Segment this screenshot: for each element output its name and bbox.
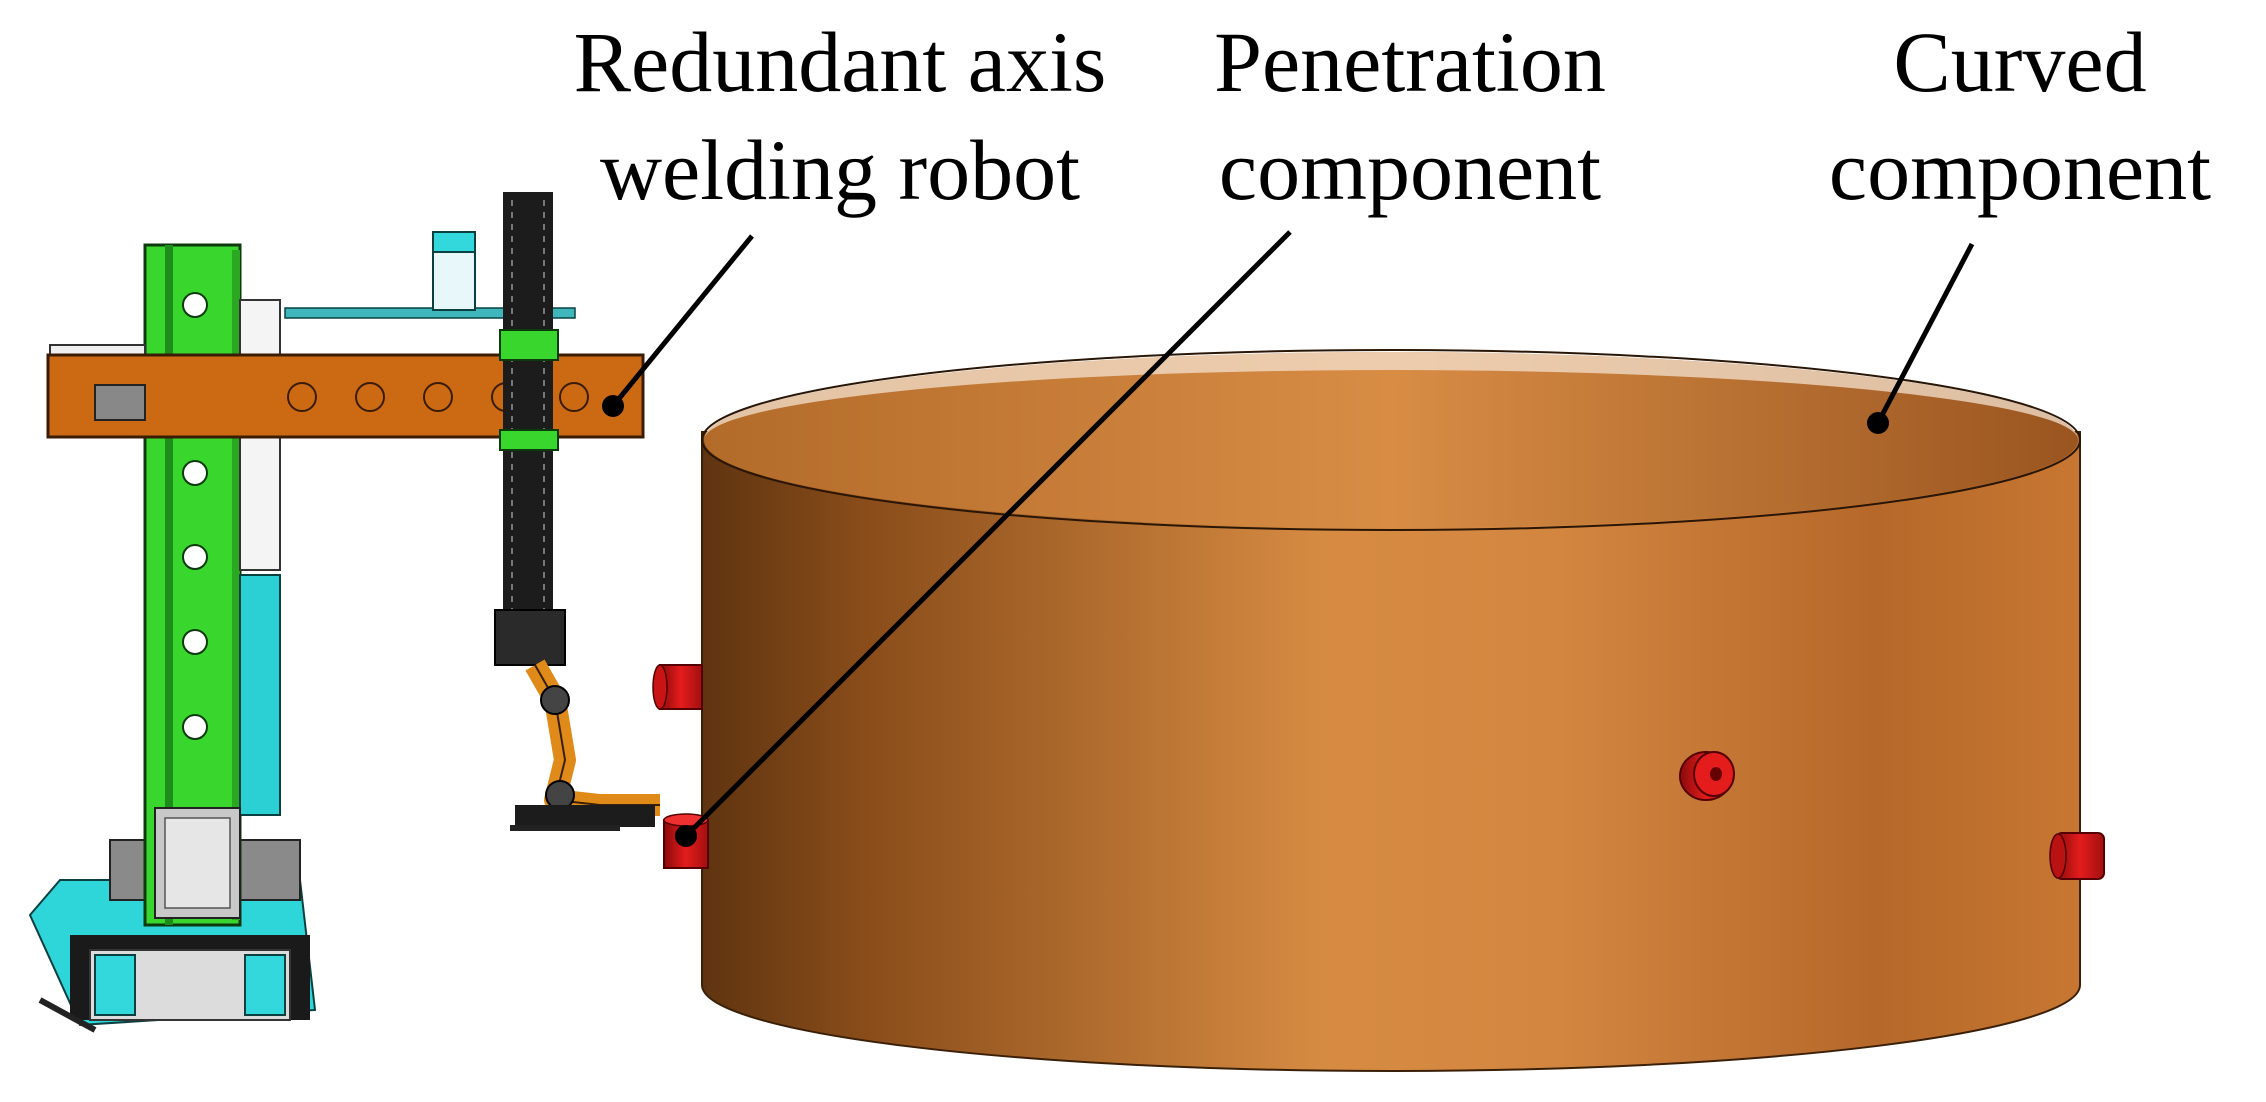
label-redundant-axis-welding-robot: Redundant axis welding robot — [550, 8, 1130, 224]
label-penetration-line1: Penetration — [1214, 14, 1606, 110]
label-curved-line2: component — [1828, 122, 2212, 218]
curved-component-cylinder — [701, 349, 2081, 1072]
label-robot-line2: welding robot — [599, 122, 1081, 218]
label-penetration-component: Penetration component — [1160, 8, 1660, 224]
leader-robot — [611, 234, 754, 408]
label-penetration-line2: component — [1218, 122, 1602, 218]
leader-penetration — [684, 230, 1292, 838]
cylinder-inner-rim-shade — [704, 352, 2078, 440]
label-curved-component: Curved component — [1790, 8, 2250, 224]
cylinder-top-rim — [701, 349, 2081, 531]
robot-articulated-arm — [510, 659, 660, 831]
label-robot-line1: Redundant axis — [573, 14, 1107, 110]
penetration-nozzle-center — [1679, 751, 1735, 801]
cylinder-body — [701, 431, 2081, 1072]
robot-vertical-column — [143, 243, 281, 927]
robot-vertical-slide — [494, 192, 566, 666]
leader-curved — [1875, 242, 1975, 425]
cylinder-inner-wall — [704, 352, 2078, 528]
penetration-nozzle-right — [2049, 832, 2105, 880]
welding-robot — [28, 192, 660, 1033]
penetration-nozzle-left-upper — [652, 664, 703, 710]
leader-lines — [602, 230, 1975, 847]
label-curved-line1: Curved — [1893, 14, 2147, 110]
